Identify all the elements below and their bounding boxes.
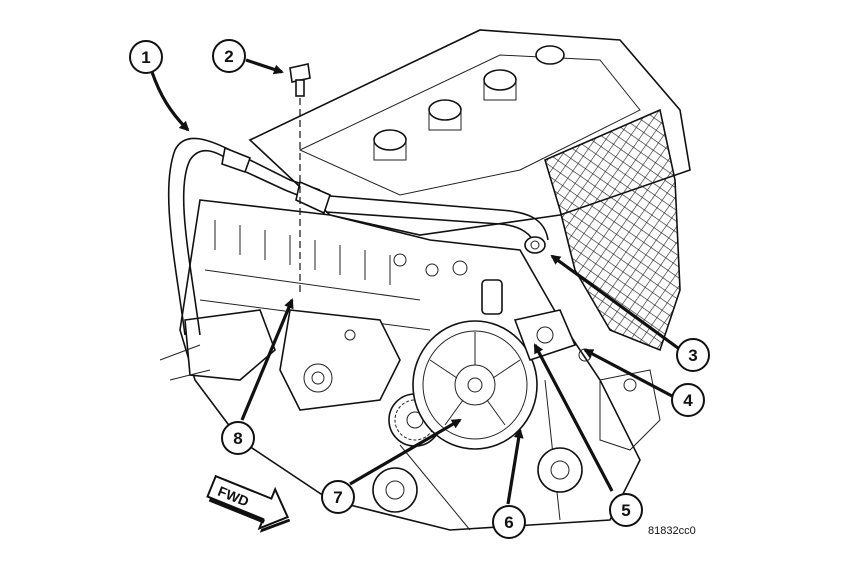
ignition-coils [373, 45, 565, 161]
svg-text:4: 4 [683, 391, 693, 410]
callout-leaders [150, 58, 679, 505]
engine-illustration [159, 29, 691, 531]
svg-text:5: 5 [621, 501, 630, 520]
figure-id: 81832cc0 [648, 525, 696, 537]
power-steering-pulley [412, 320, 538, 450]
callout-7: 7 [321, 480, 355, 514]
svg-text:6: 6 [504, 513, 513, 532]
callout-5: 5 [609, 493, 643, 527]
svg-text:3: 3 [688, 346, 697, 365]
callout-8: 8 [221, 421, 255, 455]
fwd-arrow-icon [206, 474, 290, 531]
callout-1: 1 [129, 40, 163, 74]
callout-2: 2 [212, 39, 246, 73]
fwd-arrow: FWD [206, 474, 291, 533]
callout-4: 4 [671, 383, 705, 417]
hose-bolt [289, 63, 311, 295]
svg-text:7: 7 [333, 488, 342, 507]
svg-text:1: 1 [141, 48, 150, 67]
svg-text:2: 2 [224, 47, 233, 66]
callout-6: 6 [492, 505, 526, 539]
svg-text:8: 8 [233, 429, 242, 448]
intake-manifold [544, 108, 681, 352]
callout-3: 3 [676, 338, 710, 372]
pressure-hose [167, 137, 549, 336]
